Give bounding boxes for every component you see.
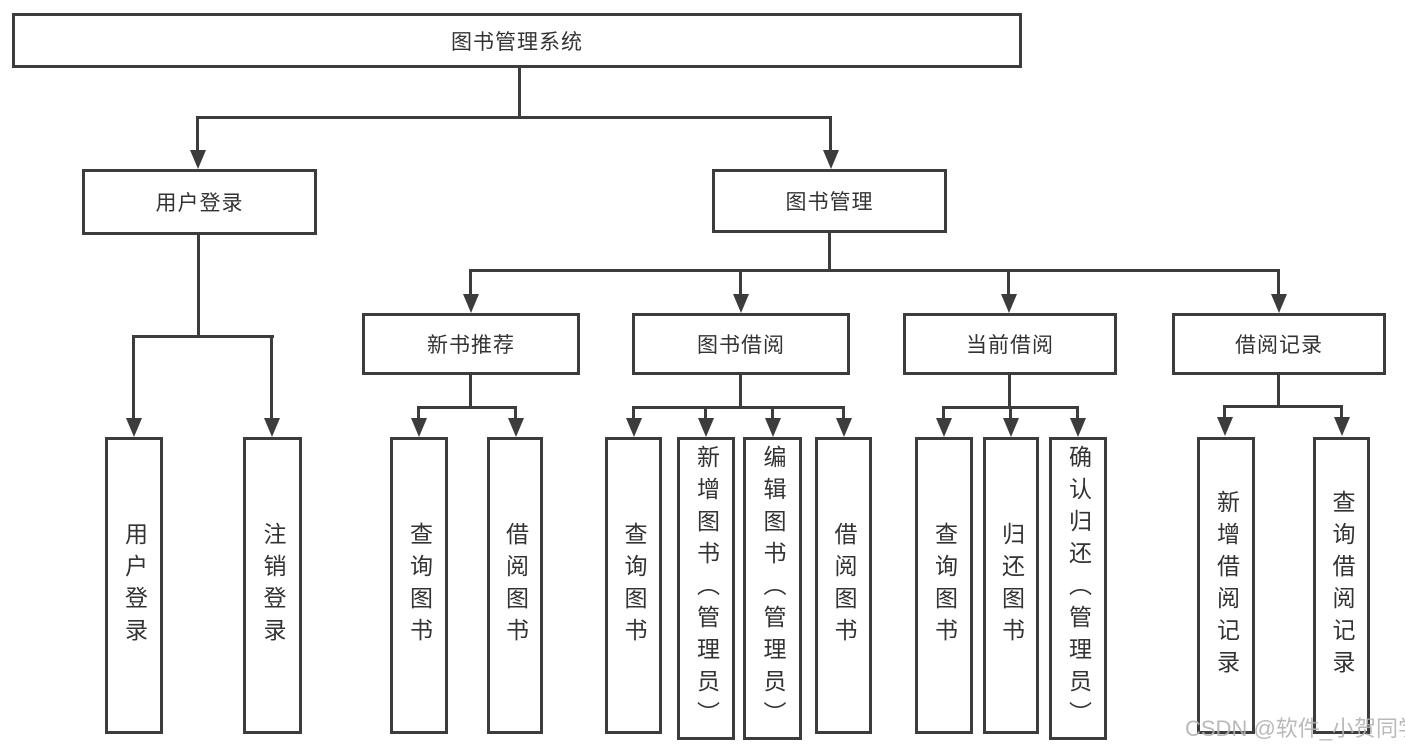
line-segment (518, 68, 521, 118)
line-segment (632, 406, 845, 409)
arrowhead (1070, 418, 1086, 437)
node-book-management-label: 图书管理 (785, 191, 874, 214)
line-segment (739, 375, 742, 409)
line-segment (469, 375, 472, 409)
arrowhead (698, 418, 714, 437)
leaf-logout-login: 注销登录 (243, 437, 302, 734)
leaf-logout-login-label: 注销登录 (260, 521, 286, 650)
node-borrowing-records-label: 借阅记录 (1235, 334, 1323, 357)
line-segment (829, 116, 832, 151)
line-segment (739, 269, 742, 296)
line-segment (842, 406, 845, 420)
leaf-borrowing-query-books: 查询图书 (605, 437, 662, 734)
line-segment (942, 406, 945, 420)
line-segment (469, 269, 472, 296)
node-book-borrowing: 图书借阅 (632, 313, 850, 375)
node-current-borrowing: 当前借阅 (903, 313, 1117, 375)
arrowhead (126, 418, 142, 437)
arrowhead (1003, 418, 1019, 437)
line-segment (1223, 405, 1226, 420)
line-segment (514, 406, 517, 420)
line-segment (771, 406, 774, 420)
arrowhead (508, 418, 524, 437)
line-segment (196, 116, 199, 151)
leaf-borrowing-query-books-label: 查询图书 (621, 521, 647, 650)
leaf-recommend-query-books-label: 查询图书 (406, 521, 433, 650)
leaf-borrowing-borrow-books: 借阅图书 (815, 437, 872, 734)
line-segment (1008, 375, 1011, 409)
line-segment (704, 406, 707, 420)
arrowhead (936, 418, 952, 437)
line-segment (1340, 405, 1343, 420)
leaf-current-return-books-label: 归还图书 (998, 521, 1025, 650)
line-segment (270, 335, 273, 419)
arrowhead (765, 418, 781, 437)
node-book-borrowing-label: 图书借阅 (697, 334, 785, 357)
leaf-current-confirm-return-admin-label: 确认归还（管理员） (1065, 444, 1092, 733)
leaf-borrowing-borrow-books-label: 借阅图书 (831, 521, 857, 650)
arrowhead (836, 418, 852, 437)
leaf-records-add-record-label: 新增借阅记录 (1213, 489, 1240, 682)
node-user-login-label: 用户登录 (155, 192, 244, 215)
node-book-management: 图书管理 (712, 169, 947, 233)
leaf-borrowing-edit-books-admin: 编辑图书（管理员） (743, 437, 802, 740)
arrowhead (190, 150, 206, 169)
leaf-user-login: 用户登录 (105, 437, 163, 734)
arrowhead (823, 150, 839, 169)
arrowhead (411, 418, 427, 437)
arrowhead (1217, 417, 1233, 436)
line-segment (1076, 406, 1079, 420)
leaf-current-return-books: 归还图书 (983, 437, 1039, 734)
leaf-records-query-record-label: 查询借阅记录 (1329, 489, 1355, 682)
line-segment (1223, 405, 1343, 408)
line-segment (417, 406, 420, 420)
line-segment (196, 116, 832, 119)
line-segment (1277, 269, 1280, 296)
line-segment (1009, 406, 1012, 420)
arrowhead (1334, 417, 1350, 436)
line-segment (132, 335, 135, 419)
csdn-watermark: CSDN @软件_小贺同学 (1185, 716, 1405, 741)
node-new-book-recommend: 新书推荐 (362, 313, 580, 375)
node-new-book-recommend-label: 新书推荐 (427, 334, 515, 357)
leaf-records-query-record: 查询借阅记录 (1313, 437, 1370, 734)
leaf-recommend-query-books: 查询图书 (390, 437, 448, 734)
node-user-login: 用户登录 (82, 169, 317, 235)
arrowhead (1001, 294, 1017, 313)
line-segment (1277, 375, 1280, 408)
line-segment (1007, 269, 1010, 296)
node-borrowing-records: 借阅记录 (1172, 313, 1386, 375)
node-root-system-label: 图书管理系统 (451, 30, 583, 54)
leaf-recommend-borrow-books: 借阅图书 (487, 437, 543, 734)
arrowhead (1271, 294, 1287, 313)
line-segment (417, 406, 517, 409)
leaf-current-query-books-label: 查询图书 (931, 521, 958, 650)
leaf-records-add-record: 新增借阅记录 (1197, 437, 1255, 734)
arrowhead (264, 418, 280, 437)
arrowhead (463, 294, 479, 313)
line-segment (469, 269, 1280, 272)
line-segment (828, 233, 831, 272)
node-root-system: 图书管理系统 (12, 13, 1022, 68)
line-segment (197, 235, 200, 337)
arrowhead (733, 294, 749, 313)
leaf-borrowing-edit-books-admin-label: 编辑图书（管理员） (760, 444, 786, 733)
line-segment (632, 406, 635, 420)
arrowhead (626, 418, 642, 437)
line-segment (132, 335, 274, 338)
node-current-borrowing-label: 当前借阅 (966, 334, 1054, 357)
leaf-recommend-borrow-books-label: 借阅图书 (502, 521, 529, 650)
leaf-user-login-label: 用户登录 (121, 521, 148, 650)
leaf-borrowing-add-books-admin-label: 新增图书（管理员） (693, 444, 720, 733)
leaf-borrowing-add-books-admin: 新增图书（管理员） (677, 437, 735, 740)
leaf-current-confirm-return-admin: 确认归还（管理员） (1049, 437, 1107, 740)
leaf-current-query-books: 查询图书 (915, 437, 973, 734)
